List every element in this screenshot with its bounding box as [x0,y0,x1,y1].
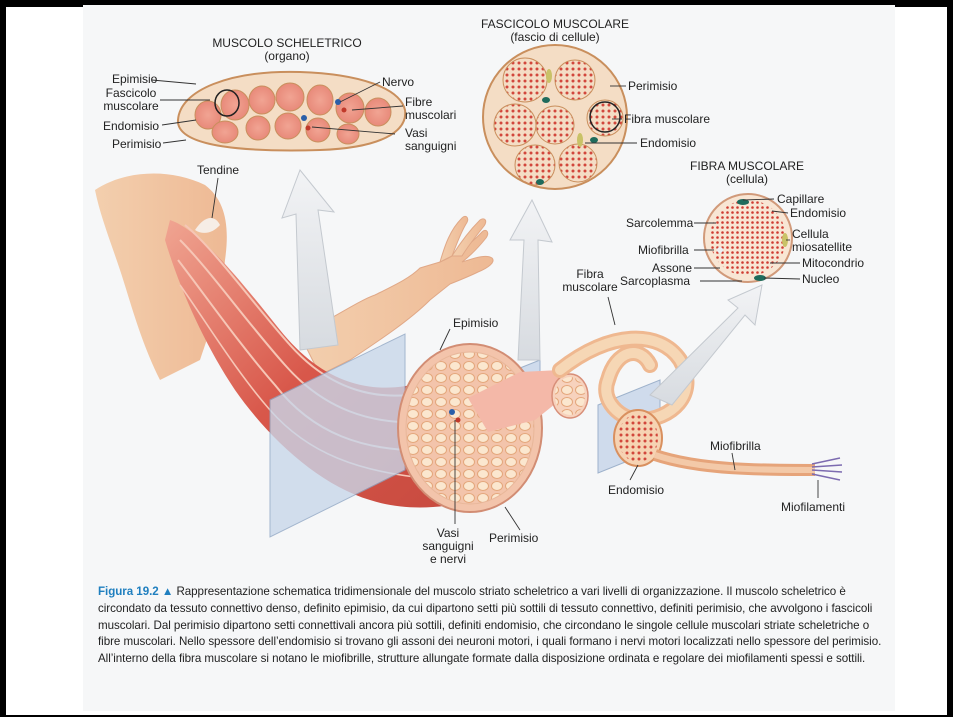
label-nucleo: Nucleo [802,273,839,286]
label-muscolo-sub: (organo) [202,50,372,63]
label-epimisio-left: Epimisio [112,73,157,86]
label-epimisio-main: Epimisio [453,317,498,330]
label-vasi-sanguigni: Vasi sanguigni [405,127,456,153]
label-endomisio-left: Endomisio [103,120,159,133]
label-miofilamenti: Miofilamenti [781,501,845,514]
label-fibre-muscolari: Fibre muscolari [405,96,456,122]
label-perimisio-main: Perimisio [489,532,538,545]
organ-cross-section [178,72,405,151]
caption-text: Rappresentazione schematica tridimension… [98,585,881,665]
figure-caption: Figura 19.2 ▲ Rappresentazione schematic… [98,584,888,668]
label-fibra-miofibrilla: Miofibrilla [638,244,689,257]
arrow-to-muscle-section [282,170,338,350]
label-fascicolo-endomisio: Endomisio [640,137,696,150]
fascicle-cross-section [483,45,627,189]
fiber-cross-section [704,194,792,282]
label-cellula-miosatellite: Cellula miosatellite [792,228,852,254]
label-vasi-nervi: Vasi sanguigni e nervi [416,527,480,566]
label-nervo: Nervo [382,76,414,89]
label-endomisio-main: Endomisio [608,484,664,497]
label-fascicolo-fibra-muscolare: Fibra muscolare [624,113,710,126]
label-capillare: Capillare [777,193,824,206]
label-fibra-muscolare-main: Fibra muscolare [558,268,622,294]
label-mitocondrio: Mitocondrio [802,257,864,270]
arrow-to-fascicle [510,200,552,360]
label-fibra-endomisio: Endomisio [790,207,846,220]
label-sarcolemma: Sarcolemma [626,217,693,230]
label-tendine: Tendine [197,164,239,177]
label-sarcoplasma: Sarcoplasma [620,275,690,288]
label-perimisio-left: Perimisio [112,138,161,151]
label-fascicolo-muscolare: Fascicolo muscolare [100,87,162,113]
caption-title: Figura 19.2 ▲ [98,585,173,598]
label-fascicolo-perimisio: Perimisio [628,80,677,93]
label-miofibrilla-main: Miofibrilla [710,440,761,453]
label-fascicolo-sub: (fascio di cellule) [470,31,640,44]
label-fibra-sub: (cellula) [676,173,818,186]
